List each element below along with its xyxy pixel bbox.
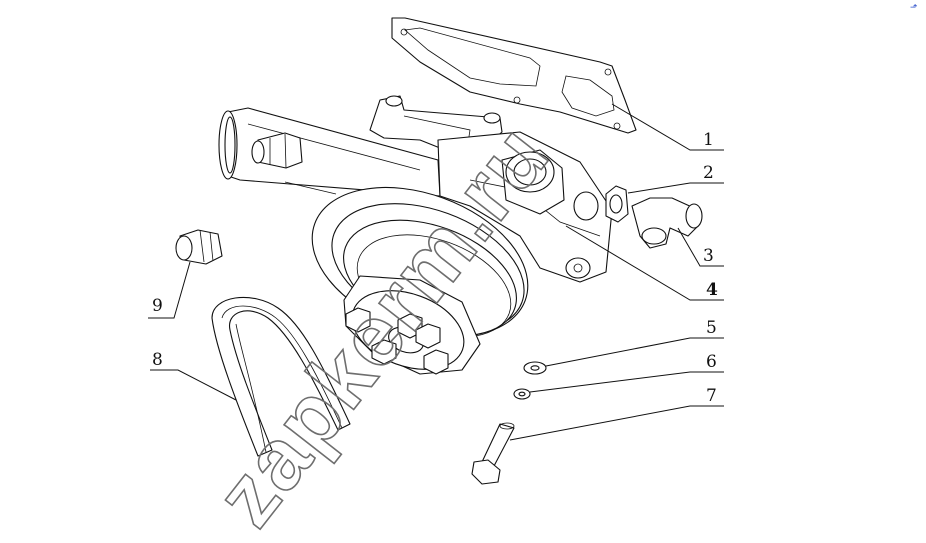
- callout-7: 7: [706, 386, 717, 406]
- plug-part-9: [175, 229, 223, 265]
- pump-housing-part: [218, 95, 613, 283]
- callout-5: 5: [706, 318, 717, 338]
- callout-2: 2: [703, 163, 714, 183]
- callout-3: 3: [703, 246, 714, 266]
- v-belt-part-8: [211, 296, 351, 457]
- elbow-fitting-part-3: [631, 197, 703, 249]
- washer-part-5: [523, 361, 547, 375]
- pulley-assembly: [311, 186, 529, 375]
- callout-1: 1: [703, 130, 714, 150]
- hub-bolts: [345, 307, 449, 375]
- callout-6: 6: [706, 352, 717, 372]
- lock-washer-part-6: [513, 388, 531, 400]
- callout-4: 4: [706, 280, 718, 300]
- callout-8: 8: [152, 350, 163, 370]
- bolt-part-7: [471, 422, 515, 485]
- gasket-part: [391, 17, 637, 134]
- leader-lines: [148, 103, 724, 441]
- callout-9: 9: [152, 296, 163, 316]
- callout-labels: 1 2 3 4 5 6 7 8 9: [152, 130, 718, 406]
- nut-part-2: [605, 185, 629, 223]
- corner-mark: ⬏: [910, 3, 918, 13]
